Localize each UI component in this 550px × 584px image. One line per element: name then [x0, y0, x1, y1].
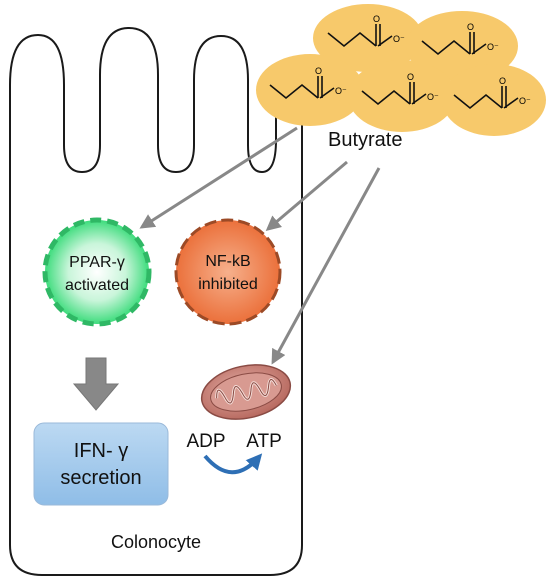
carboxylate-label: O⁻ [519, 96, 531, 106]
ifn-gamma-box: IFN- γ secretion [33, 422, 169, 506]
ifn-secretion-label: secretion [60, 467, 141, 489]
carboxylate-label: O⁻ [487, 42, 499, 52]
atp-label: ATP [246, 431, 282, 452]
arrow-to-ppar [139, 126, 298, 229]
butyrate-molecule: O O⁻ [442, 64, 546, 136]
adp-atp-cycle-arrow-icon [203, 453, 263, 475]
carbonyl-oxygen-label: O [373, 14, 380, 24]
carbonyl-oxygen-label: O [315, 66, 322, 76]
nfkb-node: NF-kB inhibited [174, 218, 282, 326]
adp-label: ADP [186, 431, 225, 452]
butyrate-molecule: O O⁻ [313, 4, 423, 72]
ppar-gamma-label: PPAR-γ [69, 254, 125, 271]
down-arrow-icon [72, 357, 120, 411]
ppar-activated-label: activated [65, 277, 129, 294]
arrow-to-nfkb [265, 160, 348, 231]
carbonyl-oxygen-label: O [467, 22, 474, 32]
butyrate-molecule: O O⁻ [348, 60, 456, 132]
nfkb-label: NF-kB [205, 253, 250, 270]
butyrate-label: Butyrate [328, 129, 402, 151]
carboxylate-label: O⁻ [335, 86, 347, 96]
arrow-to-mitochondrion [271, 167, 381, 365]
ifn-gamma-label: IFN- γ [74, 440, 128, 462]
nfkb-inhibited-label: inhibited [198, 276, 258, 293]
butyrate-molecule: O O⁻ [406, 11, 518, 81]
butyrate-molecule: O O⁻ [256, 54, 364, 126]
carbonyl-oxygen-label: O [499, 76, 506, 86]
ppar-gamma-node: PPAR-γ activated [42, 217, 152, 327]
carboxylate-label: O⁻ [393, 34, 405, 44]
colonocyte-label: Colonocyte [111, 532, 201, 552]
carboxylate-label: O⁻ [427, 92, 439, 102]
mitochondrion-icon [200, 364, 292, 420]
carbonyl-oxygen-label: O [407, 72, 414, 82]
